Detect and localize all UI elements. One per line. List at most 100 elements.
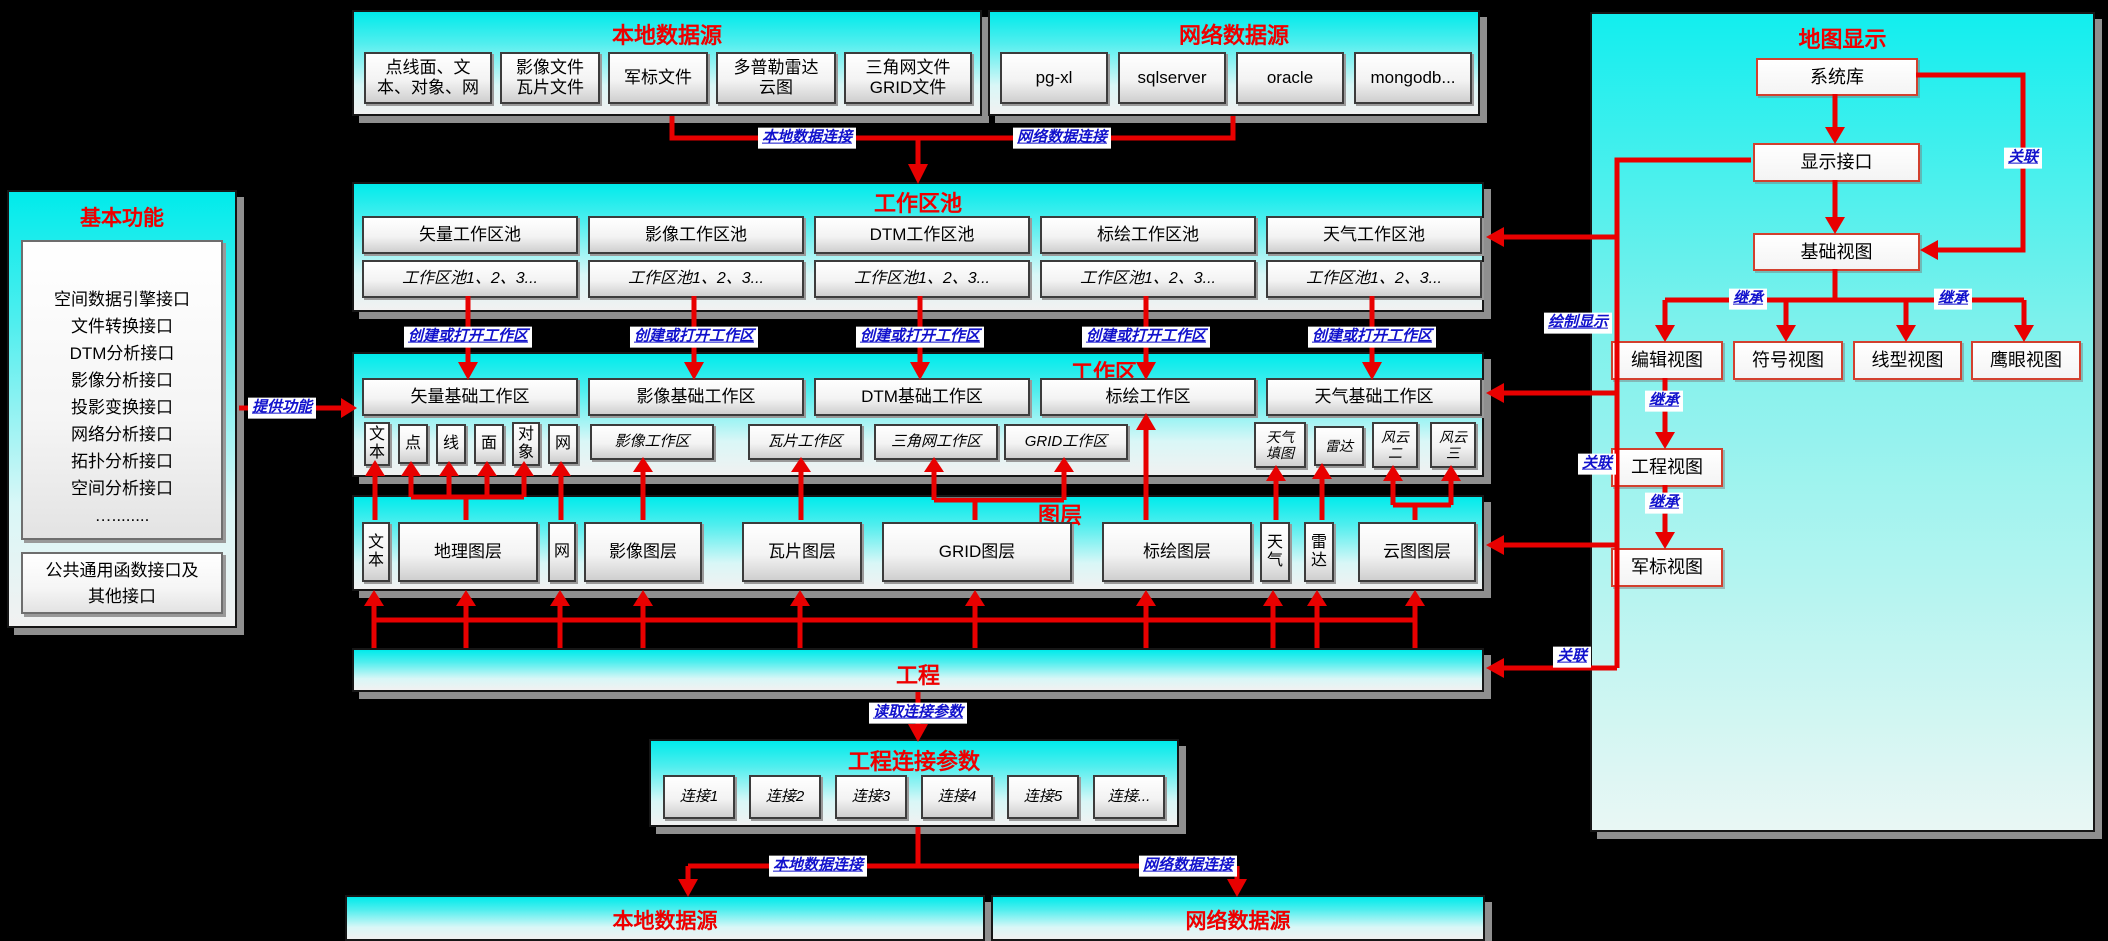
interface-item: …........ (94, 506, 150, 525)
pool-instances-cell: 工作区池1、2、3... (1266, 260, 1482, 298)
node-project-view: 工程视图 (1611, 448, 1723, 487)
label-local-data-connection: 本地数据连接 (757, 127, 857, 149)
pool-instances-cell: 工作区池1、2、3... (1040, 260, 1256, 298)
label-network-data-connection: 网络数据连接 (1138, 855, 1238, 877)
label-inherit: 继承 (1933, 288, 1973, 310)
label-network-data-connection: 网络数据连接 (1012, 127, 1112, 149)
local-source-item: 三角网文件 GRID文件 (844, 52, 972, 104)
workspace-cell: 天气基础工作区 (1266, 378, 1482, 416)
band-project-title: 工程 (895, 663, 940, 688)
connection-cell: 连接... (1093, 775, 1165, 819)
label-create-open-workspace: 创建或打开工作区 (1081, 326, 1211, 348)
panel-basic-functions-title: 基本功能 (80, 207, 164, 230)
panel-local-data-source: 本地数据源 点线面、文 本、对象、网 影像文件 瓦片文件 军标文件 多普勒雷达 … (352, 10, 982, 116)
label-inherit: 继承 (1644, 492, 1684, 514)
workspace-cell: 标绘工作区 (1040, 378, 1256, 416)
net-source-item: pg-xl (1000, 52, 1108, 104)
interface-item: 空间数据引擎接口 (54, 290, 190, 309)
label-create-open-workspace: 创建或打开工作区 (855, 326, 985, 348)
workspace-cell: DTM基础工作区 (814, 378, 1030, 416)
layer-cell: 影像图层 (584, 522, 702, 582)
ws-sub-item: GRID工作区 (1004, 424, 1128, 460)
net-source-item: mongodb... (1354, 52, 1472, 104)
ws-vector-item: 点 (398, 424, 428, 464)
ws-sub-item: 影像工作区 (590, 424, 714, 460)
local-source-item: 点线面、文 本、对象、网 (364, 52, 492, 104)
panel-project-connection-params-title: 工程连接参数 (847, 749, 980, 774)
ws-vector-item: 对象 (512, 422, 540, 466)
common-function-box: 公共通用函数接口及 其他接口 (21, 552, 223, 614)
band-workspace-pool-title: 工作区池 (873, 191, 962, 216)
band-bottom-network-source: 网络数据源 (991, 895, 1485, 941)
workspace-cell: 影像基础工作区 (588, 378, 804, 416)
pool-instances-cell: 工作区池1、2、3... (814, 260, 1030, 298)
label-create-open-workspace: 创建或打开工作区 (629, 326, 759, 348)
layer-cell: 雷达 (1304, 522, 1334, 582)
band-bottom-local-source-title: 本地数据源 (612, 910, 718, 933)
connection-cell: 连接5 (1007, 775, 1079, 819)
label-association: 关联 (2003, 147, 2043, 169)
connection-cell: 连接3 (835, 775, 907, 819)
ws-weather-item: 风云 二 (1372, 422, 1418, 468)
local-source-item: 影像文件 瓦片文件 (500, 52, 600, 104)
net-source-item: oracle (1236, 52, 1344, 104)
node-base-view: 基础视图 (1753, 233, 1920, 271)
node-military-symbol-view: 军标视图 (1611, 548, 1723, 587)
ws-weather-item: 天气 填图 (1254, 422, 1306, 468)
panel-project-connection-params: 工程连接参数 连接1 连接2 连接3 连接4 连接5 连接... (649, 739, 1179, 827)
label-read-connection-params: 读取连接参数 (868, 702, 968, 724)
interface-item: 投影变换接口 (71, 398, 173, 417)
workspace-cell: 矢量基础工作区 (362, 378, 578, 416)
interface-item: 空间分析接口 (71, 479, 173, 498)
label-draw-display: 绘制显示 (1543, 312, 1613, 334)
ws-vector-item: 线 (436, 424, 466, 464)
ws-vector-item: 面 (474, 424, 504, 464)
band-bottom-local-source: 本地数据源 (345, 895, 985, 941)
node-eagle-eye-view: 鹰眼视图 (1971, 341, 2081, 380)
interface-list: 空间数据引擎接口 文件转换接口 DTM分析接口 影像分析接口 投影变换接口 网络… (21, 240, 223, 540)
node-symbol-view: 符号视图 (1733, 341, 1843, 380)
connection-cell: 连接1 (663, 775, 735, 819)
pool-cell: 天气工作区池 (1266, 216, 1482, 254)
node-display-interface: 显示接口 (1753, 143, 1920, 182)
label-association: 关联 (1552, 646, 1592, 668)
label-create-open-workspace: 创建或打开工作区 (403, 326, 533, 348)
pool-cell: 标绘工作区池 (1040, 216, 1256, 254)
ws-sub-item: 瓦片工作区 (748, 424, 862, 460)
interface-item: DTM分析接口 (69, 344, 175, 363)
connection-cell: 连接4 (921, 775, 993, 819)
node-edit-view: 编辑视图 (1611, 341, 1723, 380)
connection-cell: 连接2 (749, 775, 821, 819)
pool-cell: 矢量工作区池 (362, 216, 578, 254)
label-association: 关联 (1577, 453, 1617, 475)
band-workspace-pool: 工作区池 矢量工作区池 影像工作区池 DTM工作区池 标绘工作区池 天气工作区池… (352, 182, 1484, 312)
band-bottom-network-source-title: 网络数据源 (1185, 910, 1291, 933)
interface-item: 文件转换接口 (71, 317, 173, 336)
label-inherit: 继承 (1728, 288, 1768, 310)
label-local-data-connection: 本地数据连接 (768, 855, 868, 877)
ws-weather-item: 风云 三 (1430, 422, 1476, 468)
node-system-library: 系统库 (1756, 58, 1918, 96)
node-linetype-view: 线型视图 (1853, 341, 1962, 380)
layer-cell: 网 (548, 522, 576, 582)
label-inherit: 继承 (1644, 390, 1684, 412)
layer-cell: 云图图层 (1358, 522, 1476, 582)
local-source-item: 多普勒雷达 云图 (716, 52, 836, 104)
band-layers: 图层 文本 地理图层 网 影像图层 瓦片图层 GRID图层 标绘图层 天气 雷达… (352, 495, 1484, 591)
layer-cell: 天气 (1260, 522, 1290, 582)
pool-instances-cell: 工作区池1、2、3... (362, 260, 578, 298)
pool-cell: DTM工作区池 (814, 216, 1030, 254)
panel-map-display: 地图显示 系统库 显示接口 基础视图 编辑视图 符号视图 线型视图 鹰眼视图 工… (1590, 12, 2095, 832)
ws-weather-item: 雷达 (1314, 426, 1364, 466)
label-create-open-workspace: 创建或打开工作区 (1307, 326, 1437, 348)
local-source-item: 军标文件 (608, 52, 708, 104)
net-source-item: sqlserver (1118, 52, 1226, 104)
ws-vector-item: 文本 (364, 422, 390, 466)
layer-cell: 文本 (362, 522, 390, 582)
panel-basic-functions: 基本功能 空间数据引擎接口 文件转换接口 DTM分析接口 影像分析接口 投影变换… (7, 190, 237, 628)
panel-map-display-title: 地图显示 (1798, 27, 1887, 52)
band-workspace: 工作区 矢量基础工作区 影像基础工作区 DTM基础工作区 标绘工作区 天气基础工… (352, 352, 1484, 477)
layer-cell: 瓦片图层 (742, 522, 862, 582)
layer-cell: 地理图层 (398, 522, 538, 582)
